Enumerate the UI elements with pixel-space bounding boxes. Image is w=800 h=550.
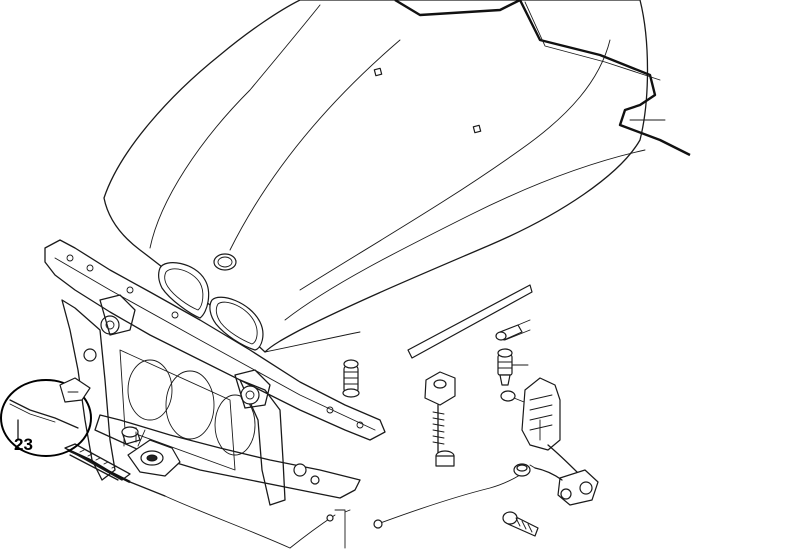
hood-seal-strip [394,0,691,157]
front-carrier-frame [44,239,386,506]
hood-buffer [342,359,360,398]
bottom-bolt [502,511,539,537]
callout-23: 23 [0,377,92,457]
striker-assembly [424,371,456,467]
hood-prop-rod [407,284,533,359]
leader-lines [344,329,531,513]
small-bolt [500,390,525,403]
lower-latch [513,463,599,506]
release-cable [64,443,521,549]
kidney-grille [158,262,264,351]
hood-lock [127,429,181,477]
lower-pin [497,348,529,386]
lock-bolt [121,426,141,447]
callout-number: 23 [14,435,33,454]
hood-hinge [521,377,581,476]
upper-pin [495,319,531,341]
